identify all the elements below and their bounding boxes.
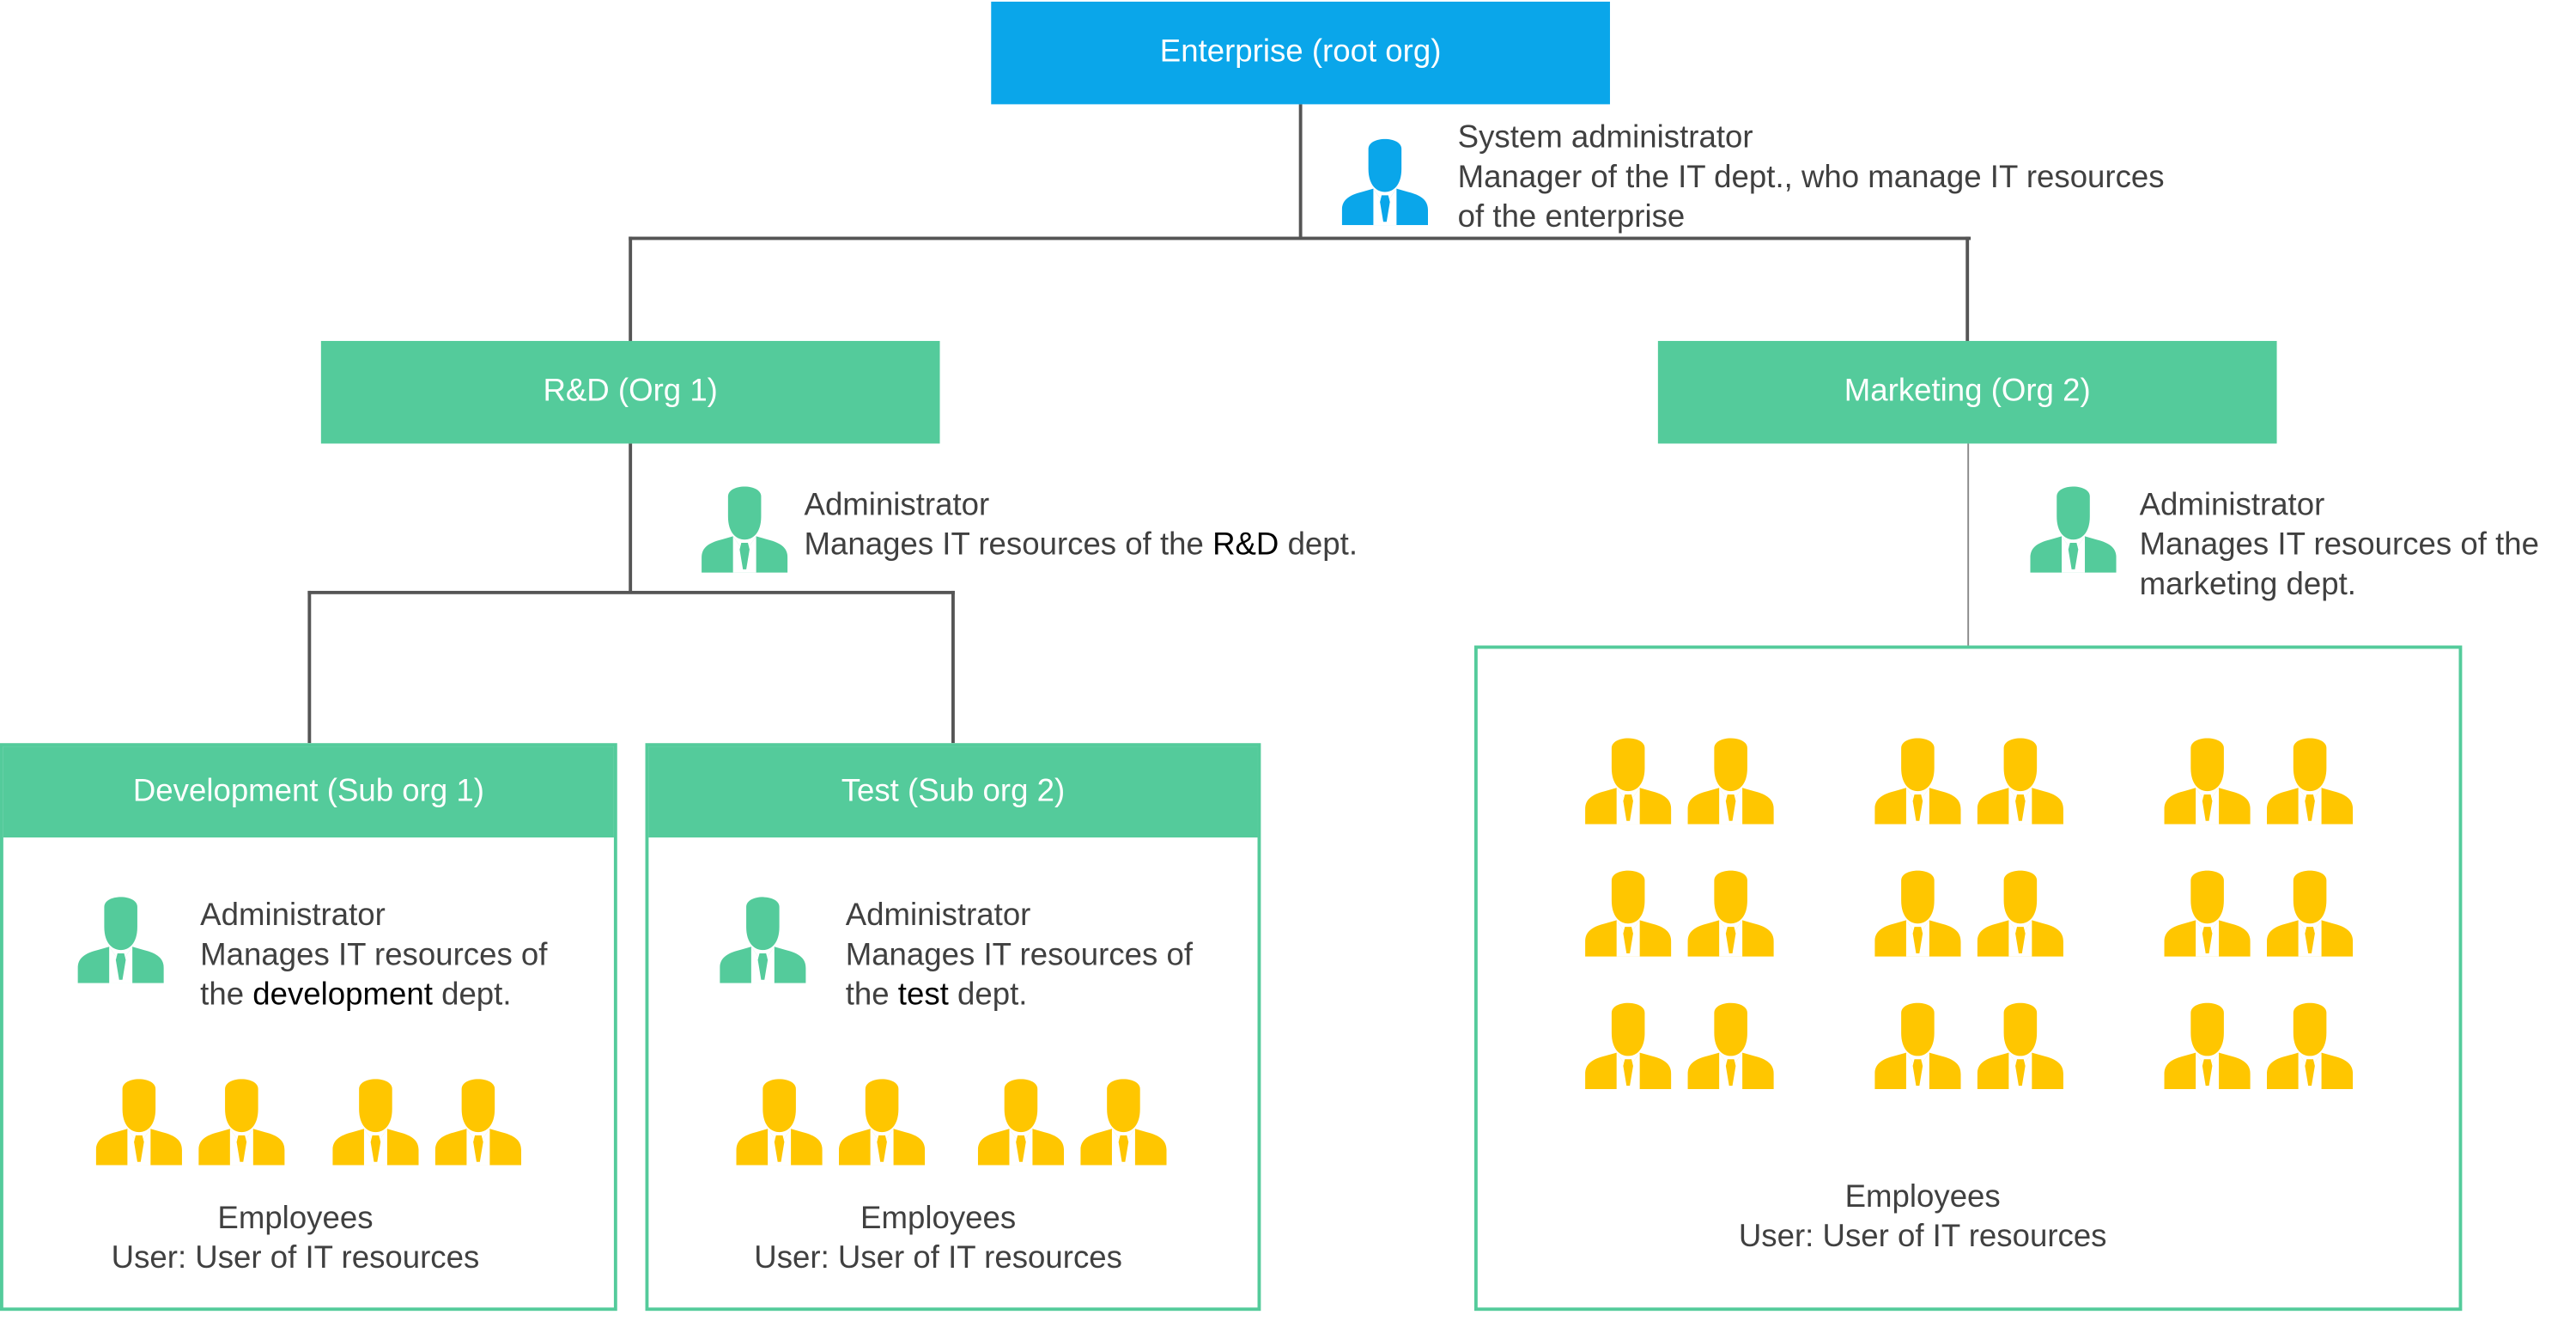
- connector-line: [1965, 236, 1970, 341]
- marketing-admin-desc-line1: Manages IT resources of the: [2139, 527, 2539, 563]
- development-admin-description: Administrator Manages IT resources of th…: [200, 897, 605, 1016]
- rd-admin-title: Administrator: [804, 488, 990, 523]
- connector-line: [629, 443, 633, 593]
- test-admin-person-icon: [720, 891, 806, 983]
- test-admin-desc-line2: the test dept.: [846, 977, 1251, 1016]
- marketing-employees-title: Employees: [1844, 1179, 2001, 1215]
- rd-admin-desc-emphasis: R&D: [1212, 527, 1279, 563]
- marketing-org-node: Marketing (Org 2): [1657, 340, 2277, 444]
- test-admin-description: Administrator Manages IT resources of th…: [846, 897, 1251, 1016]
- root-org-label: Enterprise (root org): [1159, 34, 1442, 70]
- marketing-org-label: Marketing (Org 2): [1844, 374, 2091, 409]
- sysadmin-title: System administrator: [1457, 120, 1753, 156]
- rd-admin-person-icon: [702, 480, 788, 573]
- connector-line: [307, 590, 955, 594]
- employee-person-icon: [838, 1073, 926, 1166]
- connector-line: [629, 236, 1971, 240]
- development-suborg-label: Development (Sub org 1): [132, 773, 484, 809]
- rd-admin-desc: Manages IT resources of the R&D dept.: [805, 527, 1499, 566]
- test-admin-desc-pre: the: [845, 977, 898, 1014]
- development-admin-desc-pre: the: [200, 977, 253, 1014]
- employee-person-icon: [1687, 864, 1774, 957]
- marketing-admin-person-icon: [2030, 480, 2117, 573]
- marketing-admin-desc-line2: marketing dept.: [2139, 567, 2356, 603]
- development-employees-desc: User: User of IT resources: [111, 1241, 480, 1276]
- sysadmin-description: System administrator Manager of the IT d…: [1458, 119, 2318, 239]
- test-suborg-header: Test (Sub org 2): [648, 746, 1258, 838]
- development-admin-desc-emphasis: development: [252, 977, 433, 1014]
- employee-person-icon: [1874, 732, 1961, 825]
- employee-person-icon: [1585, 864, 1672, 957]
- marketing-admin-description: Administrator Manages IT resources of th…: [2140, 487, 2573, 606]
- employee-person-icon: [198, 1073, 285, 1166]
- development-employees-caption: Employees User: User of IT resources: [0, 1200, 591, 1279]
- sysadmin-person-icon: [1341, 132, 1429, 226]
- employee-person-icon: [1977, 732, 2063, 825]
- sysadmin-desc-line2: of the enterprise: [1457, 200, 1686, 235]
- rd-org-node: R&D (Org 1): [320, 340, 940, 444]
- employee-person-icon: [1977, 996, 2063, 1089]
- rd-admin-desc-post: dept.: [1279, 527, 1358, 563]
- development-suborg-box: Development (Sub org 1): [0, 743, 617, 1312]
- development-admin-desc-line1: Manages IT resources of: [200, 938, 548, 974]
- marketing-employees-desc: User: User of IT resources: [1738, 1220, 2107, 1255]
- employee-person-icon: [2164, 864, 2251, 957]
- test-admin-desc-post: dept.: [948, 977, 1028, 1014]
- test-admin-title: Administrator: [845, 898, 1031, 934]
- connector-line: [629, 236, 633, 341]
- employee-person-icon: [977, 1073, 1065, 1166]
- test-admin-desc-emphasis: test: [897, 977, 949, 1014]
- development-admin-desc-line2: the development dept.: [200, 977, 605, 1016]
- employee-person-icon: [1585, 996, 1672, 1089]
- employee-person-icon: [434, 1073, 522, 1166]
- test-employees-caption: Employees User: User of IT resources: [639, 1200, 1238, 1279]
- test-suborg-label: Test (Sub org 2): [841, 773, 1066, 809]
- employee-person-icon: [1977, 864, 2063, 957]
- employee-person-icon: [1874, 996, 1961, 1089]
- development-suborg-header: Development (Sub org 1): [3, 746, 614, 838]
- employee-person-icon: [2266, 732, 2354, 825]
- development-admin-title: Administrator: [200, 898, 386, 934]
- test-employees-title: Employees: [860, 1202, 1017, 1237]
- employee-person-icon: [736, 1073, 823, 1166]
- test-admin-desc-line1: Manages IT resources of: [845, 938, 1194, 974]
- connector-line: [1967, 443, 1970, 648]
- employee-person-icon: [1687, 996, 1774, 1089]
- test-suborg-box: Test (Sub org 2): [645, 743, 1261, 1312]
- connector-line: [307, 590, 312, 744]
- development-admin-person-icon: [77, 891, 164, 983]
- employee-person-icon: [1080, 1073, 1167, 1166]
- employee-person-icon: [1585, 732, 1672, 825]
- employee-person-icon: [1687, 732, 1774, 825]
- development-admin-desc-post: dept.: [432, 977, 512, 1014]
- rd-admin-description: Administrator Manages IT resources of th…: [805, 487, 1499, 566]
- marketing-admin-title: Administrator: [2139, 488, 2325, 523]
- rd-org-label: R&D (Org 1): [543, 374, 718, 409]
- employee-person-icon: [332, 1073, 419, 1166]
- employee-person-icon: [2266, 996, 2354, 1089]
- root-org-node: Enterprise (root org): [991, 1, 1610, 105]
- employee-person-icon: [2164, 996, 2251, 1089]
- sysadmin-desc-line1: Manager of the IT dept., who manage IT r…: [1457, 160, 2165, 196]
- employee-person-icon: [2266, 864, 2354, 957]
- connector-line: [1298, 104, 1303, 239]
- test-employees-desc: User: User of IT resources: [754, 1241, 1122, 1276]
- development-employees-title: Employees: [217, 1202, 374, 1237]
- connector-line: [951, 590, 955, 744]
- rd-admin-desc-pre: Manages IT resources of the: [804, 527, 1213, 563]
- employee-person-icon: [95, 1073, 182, 1166]
- employee-person-icon: [2164, 732, 2251, 825]
- marketing-employees-caption: Employees User: User of IT resources: [1674, 1178, 2171, 1257]
- employee-person-icon: [1874, 864, 1961, 957]
